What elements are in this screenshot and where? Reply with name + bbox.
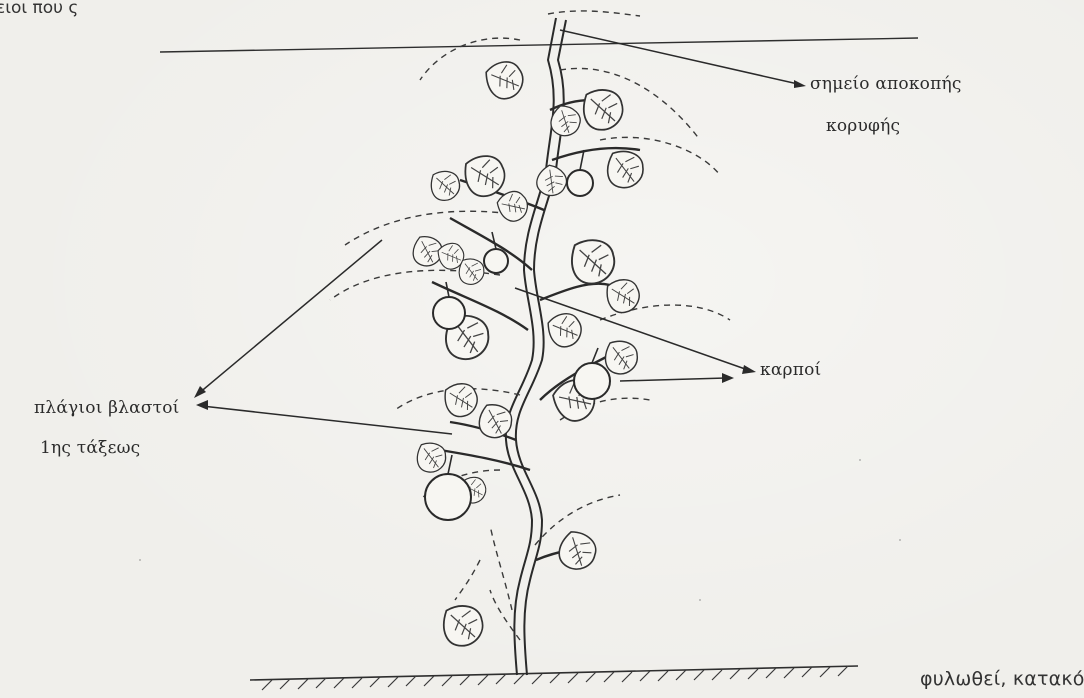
page-fragment-bottom-right: φυλωθεί, κατακό	[920, 668, 1084, 690]
fruits-label: καρποί	[760, 360, 821, 380]
cut-point-label-line2: κορυφής	[826, 116, 900, 136]
ground-line	[250, 666, 858, 690]
support-wire	[160, 38, 918, 52]
leaves	[409, 57, 645, 646]
page-fragment-top-left: ειοι που ς	[0, 0, 78, 18]
side-shoots-label-line1: πλάγιοι βλαστοί	[34, 398, 180, 418]
side-shoots-label-line2: 1ης τάξεως	[40, 438, 140, 458]
arrow-heads	[194, 80, 806, 410]
cut-point-label-line1: σημείο αποκοπής	[810, 74, 962, 94]
